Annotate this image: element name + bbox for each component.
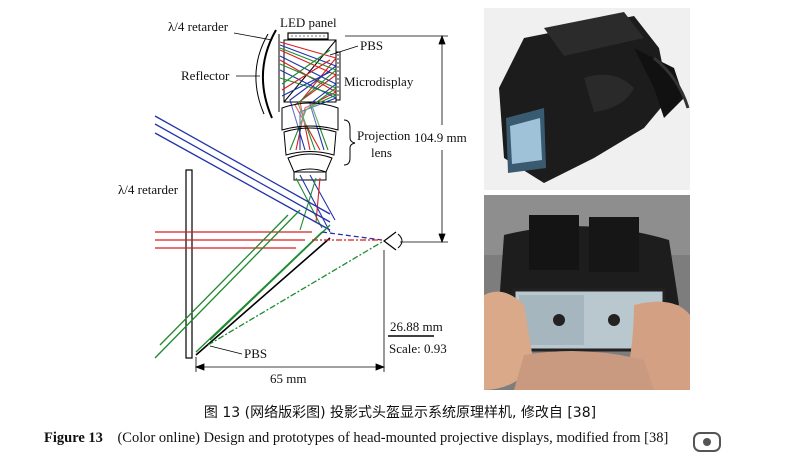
projection-lens [281,102,339,181]
label-lens: lens [371,145,392,160]
label-retarder-left: λ/4 retarder [118,182,179,197]
caption-chinese: 图 13 (网络版彩图) 投影式头盔显示系统原理样机, 修改自 [38] [203,405,597,421]
label-reflector: Reflector [181,68,230,83]
label-width-dim: 65 mm [270,371,306,386]
label-retarder-top: λ/4 retarder [168,19,229,34]
caption-english-text: (Color online) Design and prototypes of … [117,430,669,446]
label-led-panel: LED panel [280,15,337,30]
label-pbs-top: PBS [360,38,383,53]
watermark-logo [692,425,800,465]
reflector [262,29,277,119]
eye-icon [383,231,397,251]
dimension-height [345,34,448,244]
pbs-bottom [195,237,331,356]
label-microdisplay: Microdisplay [344,74,414,89]
prototype-photo-top [484,8,690,190]
prototype-photo-bottom [484,195,690,390]
caption-english: Figure 13 (Color online) Design and prot… [44,430,668,447]
hmpd-optical-diagram: λ/4 retarder LED panel PBS Reflector Mic… [118,15,467,386]
dimension-width [194,250,386,372]
label-projection: Projection [357,128,411,143]
label-scale-ratio: Scale: 0.93 [389,341,447,356]
caption-figure-number: Figure 13 [44,430,103,446]
retarder-left [185,169,193,359]
label-height-dim: 104.9 mm [414,130,467,145]
label-scale-len: 26.88 mm [390,319,443,334]
label-pbs-bottom: PBS [244,346,267,361]
